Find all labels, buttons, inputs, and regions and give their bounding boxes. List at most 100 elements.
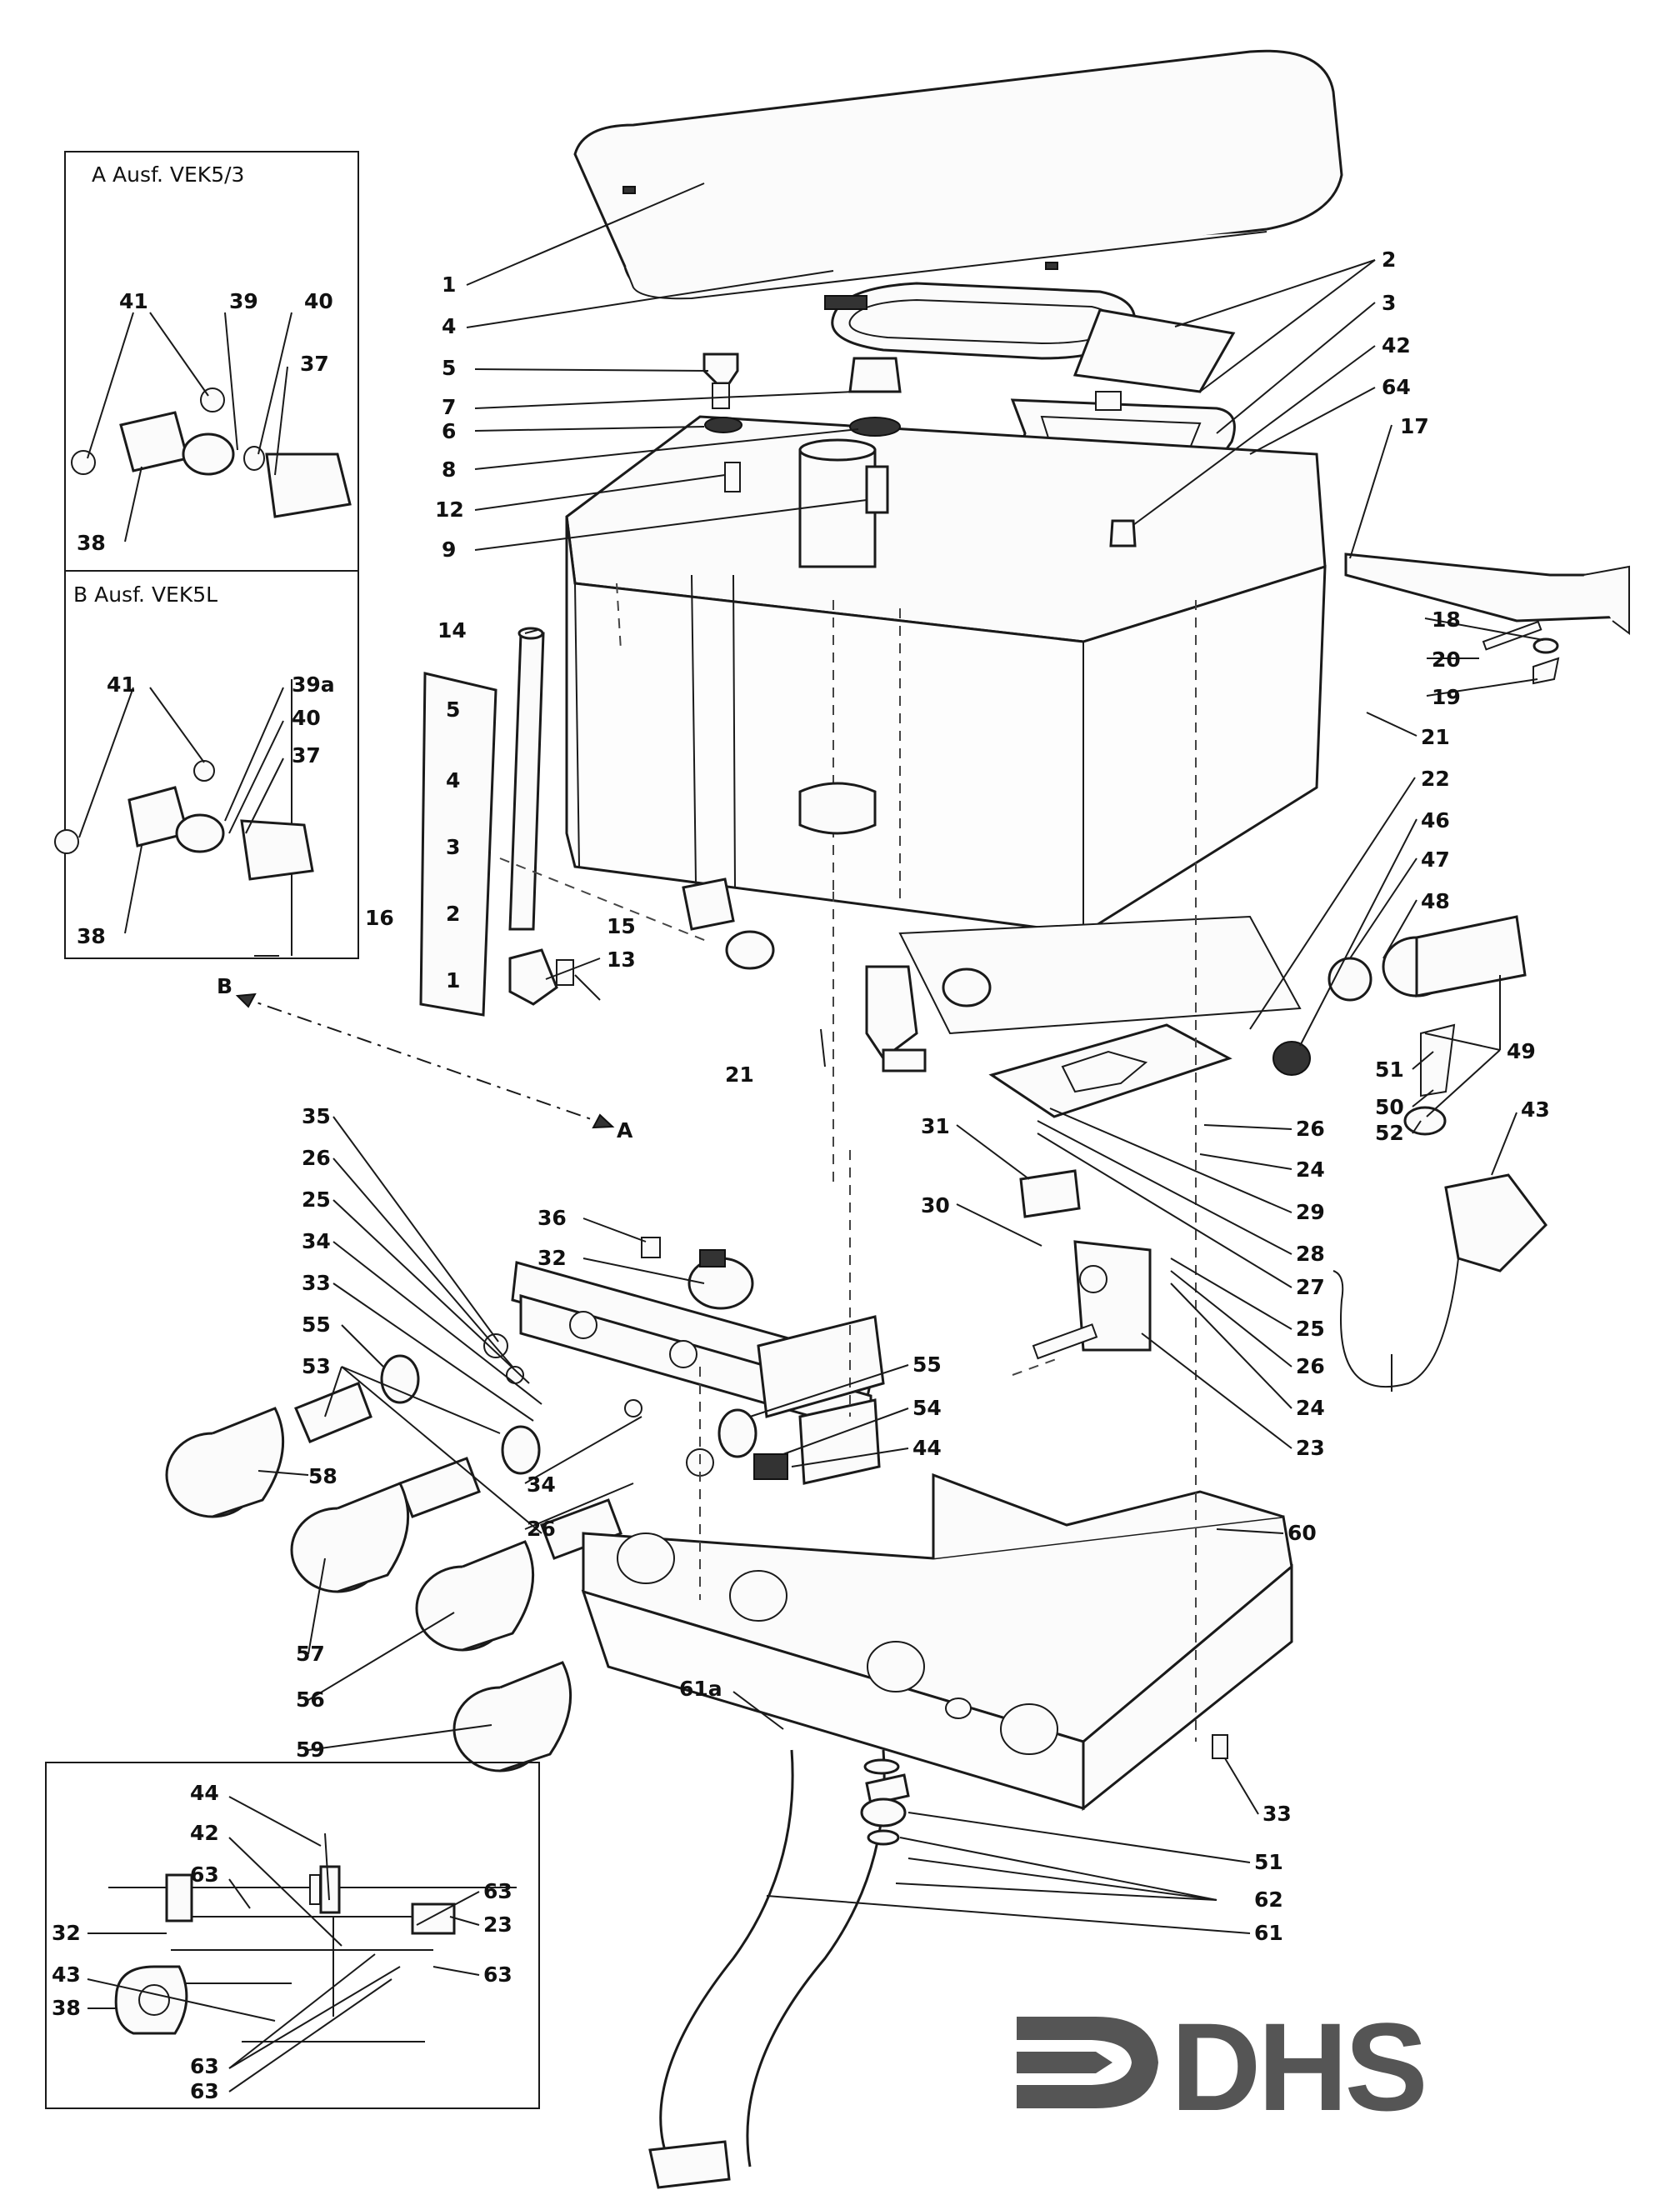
callout-46: 46 xyxy=(1421,808,1450,832)
callout-53: 53 xyxy=(302,1354,331,1378)
base-housing xyxy=(581,1472,1293,1812)
heating-element xyxy=(824,282,1236,477)
inset-c-callout-63-c: 63 xyxy=(483,1962,512,1987)
bracket-17 xyxy=(1344,552,1630,685)
callout-35: 35 xyxy=(302,1104,331,1128)
callout-23: 23 xyxy=(1296,1436,1325,1460)
knob-58 xyxy=(165,1407,285,1518)
callout-57: 57 xyxy=(296,1642,325,1666)
knob-57 xyxy=(290,1482,410,1593)
callout-51: 51 xyxy=(1375,1058,1404,1082)
nut-7 xyxy=(848,357,902,437)
gauge-scale-4: 4 xyxy=(446,768,460,792)
callout-25-b: 25 xyxy=(302,1188,331,1212)
inset-b-callout-39a: 39a xyxy=(292,672,335,697)
callout-25-a: 25 xyxy=(1296,1317,1325,1341)
inset-b-title: B Ausf. VEK5L xyxy=(73,582,218,607)
inset-a-callout-41: 41 xyxy=(119,289,148,313)
callout-16: 16 xyxy=(365,906,394,930)
callout-55-a: 55 xyxy=(302,1312,331,1337)
logo-mark xyxy=(1017,2017,1158,2108)
callout-15: 15 xyxy=(607,914,636,938)
callout-24-b: 24 xyxy=(1296,1396,1325,1420)
callout-27: 27 xyxy=(1296,1275,1325,1299)
callout-54: 54 xyxy=(912,1396,942,1420)
bolt-5 xyxy=(702,352,739,409)
leader-lines xyxy=(254,182,1544,1934)
mount-plate-22 xyxy=(988,1023,1232,1118)
inset-c-callout-38: 38 xyxy=(52,1996,81,2020)
callout-22: 22 xyxy=(1421,767,1450,791)
gauge-scale-2: 2 xyxy=(446,902,460,926)
inset-a: A Ausf. VEK5/3 41 39 40 37 38 xyxy=(64,151,359,572)
screw-12 xyxy=(724,462,741,492)
callout-20: 20 xyxy=(1432,648,1461,672)
inset-c-wiring: 44 42 63 63 32 23 43 63 38 63 63 xyxy=(45,1762,540,2109)
inset-c-callout-43: 43 xyxy=(52,1962,81,1987)
callout-43: 43 xyxy=(1521,1098,1550,1122)
callout-34-b: 34 xyxy=(527,1472,556,1497)
callout-17: 17 xyxy=(1400,414,1429,438)
callout-36: 36 xyxy=(538,1206,567,1230)
callout-47: 47 xyxy=(1421,848,1450,872)
callout-21-b: 21 xyxy=(1421,725,1450,749)
inset-b-callout-40: 40 xyxy=(292,706,321,730)
inset-b-callout-38: 38 xyxy=(77,924,106,948)
callout-32: 32 xyxy=(538,1246,567,1270)
thermostat-32 xyxy=(641,1237,754,1310)
gauge-scale: 5 4 3 2 1 xyxy=(446,698,460,992)
callout-29: 29 xyxy=(1296,1200,1325,1224)
callout-26-b: 26 xyxy=(1296,1354,1325,1378)
callout-24-a: 24 xyxy=(1296,1158,1325,1182)
callout-31: 31 xyxy=(921,1114,950,1138)
inset-c-callout-32: 32 xyxy=(52,1921,81,1945)
inset-a-title: A Ausf. VEK5/3 xyxy=(92,162,244,187)
contact-block-31 xyxy=(1019,1169,1081,1218)
callout-19: 19 xyxy=(1432,685,1461,709)
washer-6 xyxy=(704,417,742,433)
callout-6: 6 xyxy=(442,419,456,443)
callout-5: 5 xyxy=(442,356,456,380)
callout-42: 42 xyxy=(1382,333,1411,358)
callout-33-a: 33 xyxy=(302,1271,331,1295)
knob-shafts xyxy=(294,1333,788,1560)
inset-c-callout-63-a: 63 xyxy=(190,1862,219,1887)
inset-a-callout-37: 37 xyxy=(300,352,329,376)
callout-64: 64 xyxy=(1382,375,1411,399)
callout-52: 52 xyxy=(1375,1121,1404,1145)
callout-49: 49 xyxy=(1507,1039,1536,1063)
gauge-scale-3: 3 xyxy=(446,835,460,859)
callout-3: 3 xyxy=(1382,291,1396,315)
inset-c-callout-42: 42 xyxy=(190,1821,219,1845)
drain-tube-61 xyxy=(648,1749,910,2189)
inset-b-callout-37: 37 xyxy=(292,743,321,768)
callout-48: 48 xyxy=(1421,889,1450,913)
section-line xyxy=(235,992,615,1129)
inset-c-callout-63-b: 63 xyxy=(483,1879,512,1903)
callout-13: 13 xyxy=(607,948,636,972)
callout-26-d: 26 xyxy=(527,1517,556,1541)
power-plug-43 xyxy=(1332,1173,1548,1388)
callout-61a: 61a xyxy=(679,1677,722,1701)
inset-a-callout-38: 38 xyxy=(77,531,106,555)
knob-56 xyxy=(415,1540,535,1652)
inset-a-callout-39: 39 xyxy=(229,289,258,313)
callout-1: 1 xyxy=(442,272,456,297)
callout-30: 30 xyxy=(921,1193,950,1218)
inset-c-callout-63-e: 63 xyxy=(190,2079,219,2103)
sensor-42 xyxy=(1109,519,1137,548)
inlet-fitting-49 xyxy=(1272,915,1527,1136)
inset-b: B Ausf. VEK5L 41 39a 40 37 38 xyxy=(54,570,359,959)
callout-33-b: 33 xyxy=(1262,1802,1292,1826)
callout-55-b: 55 xyxy=(912,1352,942,1377)
lid xyxy=(573,49,1343,300)
callout-59: 59 xyxy=(296,1738,325,1762)
callout-7: 7 xyxy=(442,395,456,419)
inset-a-callout-40: 40 xyxy=(304,289,333,313)
logo-text: DHS xyxy=(1171,1997,1425,2137)
callout-51-b: 51 xyxy=(1254,1850,1283,1874)
control-frame xyxy=(511,1261,885,1485)
inset-c-callout-23: 23 xyxy=(483,1912,512,1937)
assembly-lines xyxy=(499,600,1197,1742)
